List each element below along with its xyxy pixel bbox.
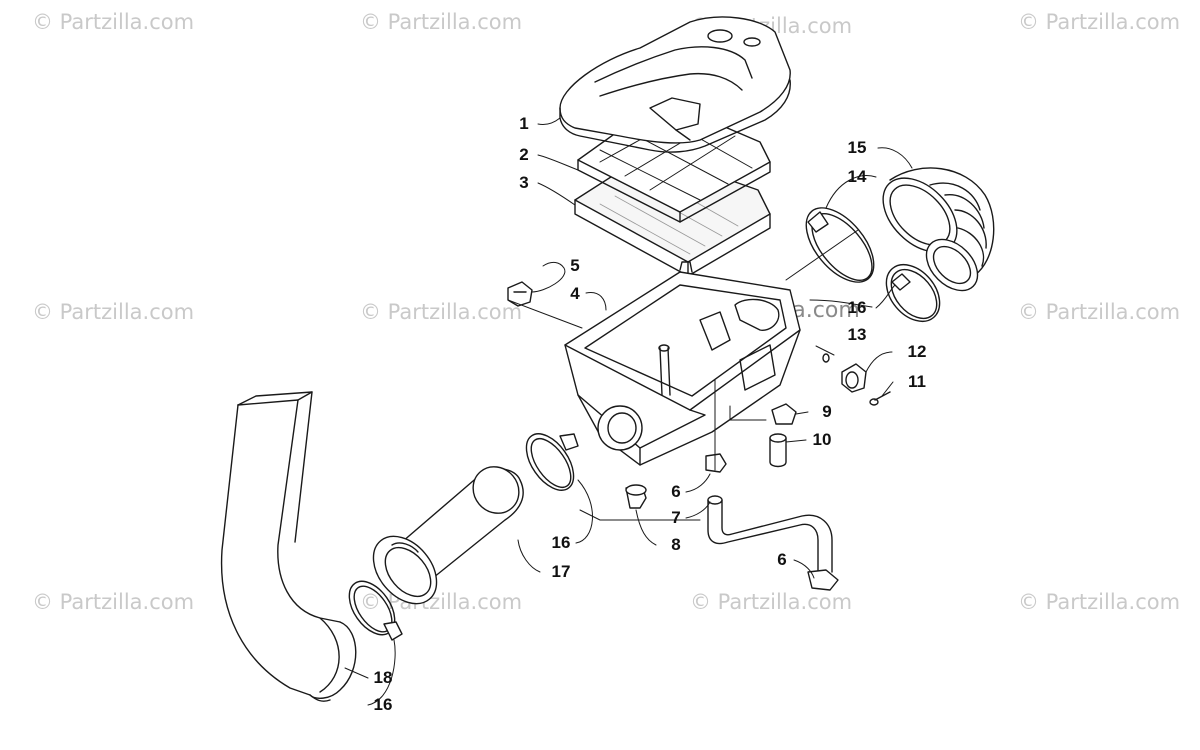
leader-lines [345, 118, 912, 705]
watermark: © Partzilla.com [1018, 590, 1181, 614]
part-drain-hose [708, 496, 838, 590]
callout-6: 6 [671, 482, 681, 501]
part-intake-boot [869, 164, 994, 300]
callout-16: 16 [373, 695, 393, 714]
part-small-fittings [823, 354, 890, 405]
callout-13: 13 [847, 325, 867, 344]
part-airbox-cover [560, 17, 790, 152]
callout-11: 11 [908, 372, 926, 391]
part-drain-clamp [626, 454, 726, 508]
callout-2: 2 [519, 145, 529, 164]
callout-7: 7 [671, 508, 681, 527]
part-clip [508, 282, 532, 306]
callout-1: 1 [519, 114, 529, 133]
callout-18: 18 [373, 668, 393, 687]
callout-9: 9 [822, 402, 832, 421]
watermark: © Partzilla.com [360, 10, 523, 34]
watermark: © Partzilla.com [1018, 300, 1181, 324]
watermark: © Partzilla.com [690, 590, 853, 614]
watermark: © Partzilla.com [32, 10, 195, 34]
callout-5: 5 [570, 256, 580, 275]
callout-14: 14 [847, 167, 867, 186]
callout-4: 4 [570, 284, 580, 303]
callout-17: 17 [551, 562, 571, 581]
part-clamp-middle [517, 425, 583, 498]
part-drain-fittings [770, 404, 796, 467]
part-clamp-lower [340, 573, 404, 643]
watermark: © Partzilla.com [1018, 10, 1181, 34]
callout-12: 12 [907, 342, 927, 361]
callout-10: 10 [812, 430, 832, 449]
callout-3: 3 [519, 173, 529, 192]
watermark: © Partzilla.com [32, 590, 195, 614]
callout-16: 16 [847, 298, 867, 317]
callout-16: 16 [551, 533, 571, 552]
watermark: © Partzilla.com [32, 300, 195, 324]
part-airbox [565, 262, 800, 465]
callout-8: 8 [671, 535, 681, 554]
callout-15: 15 [847, 138, 867, 157]
part-intake-tube [361, 457, 529, 615]
watermark: © Partzilla.com [360, 300, 523, 324]
callout-6: 6 [777, 550, 787, 569]
part-air-duct [222, 392, 356, 701]
part-clamp-small [876, 254, 951, 331]
part-clamp-large [793, 196, 886, 294]
watermark: © Partzilla.com [360, 590, 523, 614]
